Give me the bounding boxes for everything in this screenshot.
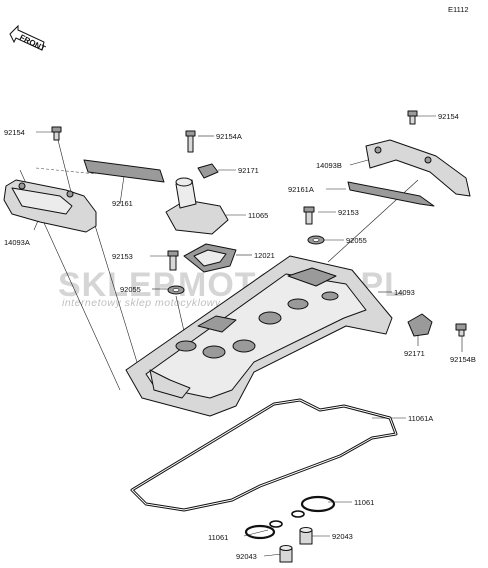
label-92043-right: 92043 [332, 532, 353, 541]
bolt-92153-right-icon [303, 206, 315, 225]
label-92055-left: 92055 [120, 285, 141, 294]
label-92153-right: 92153 [338, 208, 359, 217]
part-labels: 92154 14093A 92161 92154A 92171 11065 92… [4, 112, 476, 561]
breather-cover-11065 [165, 177, 229, 235]
pin-92043-left [279, 545, 293, 563]
damper-strip-92161 [83, 159, 165, 183]
label-11061a: 11061A [408, 414, 433, 423]
label-92153-left: 92153 [112, 252, 133, 261]
clamp-92171-right [407, 313, 433, 337]
pin-92043-right [299, 527, 313, 545]
label-11061-right: 11061 [354, 498, 374, 507]
damper-strip-92161a [347, 181, 435, 207]
label-12021: 12021 [254, 251, 275, 260]
label-92171-top: 92171 [238, 166, 259, 175]
label-92154b: 92154B [450, 355, 476, 364]
clamp-92171-top [197, 163, 219, 179]
plug-gasket-11061-left [244, 520, 283, 540]
label-14093: 14093 [394, 288, 415, 297]
bolt-92153-left-icon [167, 250, 179, 271]
cover-gasket-11061a [130, 398, 398, 512]
label-11061-left: 11061 [208, 533, 228, 542]
label-92161: 92161 [112, 199, 133, 208]
washer-92055-left-icon [167, 285, 185, 295]
label-92171-right: 92171 [404, 349, 425, 358]
bolt-92154-left-icon [51, 126, 62, 141]
bolt-92154a-icon [185, 130, 196, 153]
cylinder-head-cover-14093 [125, 255, 393, 417]
watermark-tagline: internetowy sklep motocyklowy [62, 297, 221, 309]
label-92154a: 92154A [216, 132, 242, 141]
bolt-92154b-icon [455, 323, 467, 337]
front-arrow-icon: FRONT [9, 24, 47, 54]
label-11065: 11065 [248, 211, 268, 220]
front-label: FRONT [18, 33, 47, 54]
label-14093a: 14093A [4, 238, 30, 247]
watermark-brand-left: SKLEP [58, 266, 176, 304]
label-92154-left: 92154 [4, 128, 25, 137]
label-92161a: 92161A [288, 185, 314, 194]
gasket-12021 [183, 243, 237, 273]
washer-92055-right-icon [307, 235, 325, 245]
bolt-92154-right-icon [407, 110, 418, 125]
label-92055-right: 92055 [346, 236, 367, 245]
label-92043-left: 92043 [236, 552, 257, 561]
side-cover-14093b [365, 139, 471, 197]
plug-gasket-11061-right [291, 495, 336, 518]
diagram-code: E1112 [448, 5, 469, 14]
label-92154-right: 92154 [438, 112, 459, 121]
side-cover-14093a [3, 167, 97, 233]
label-14093b: 14093B [316, 161, 342, 170]
